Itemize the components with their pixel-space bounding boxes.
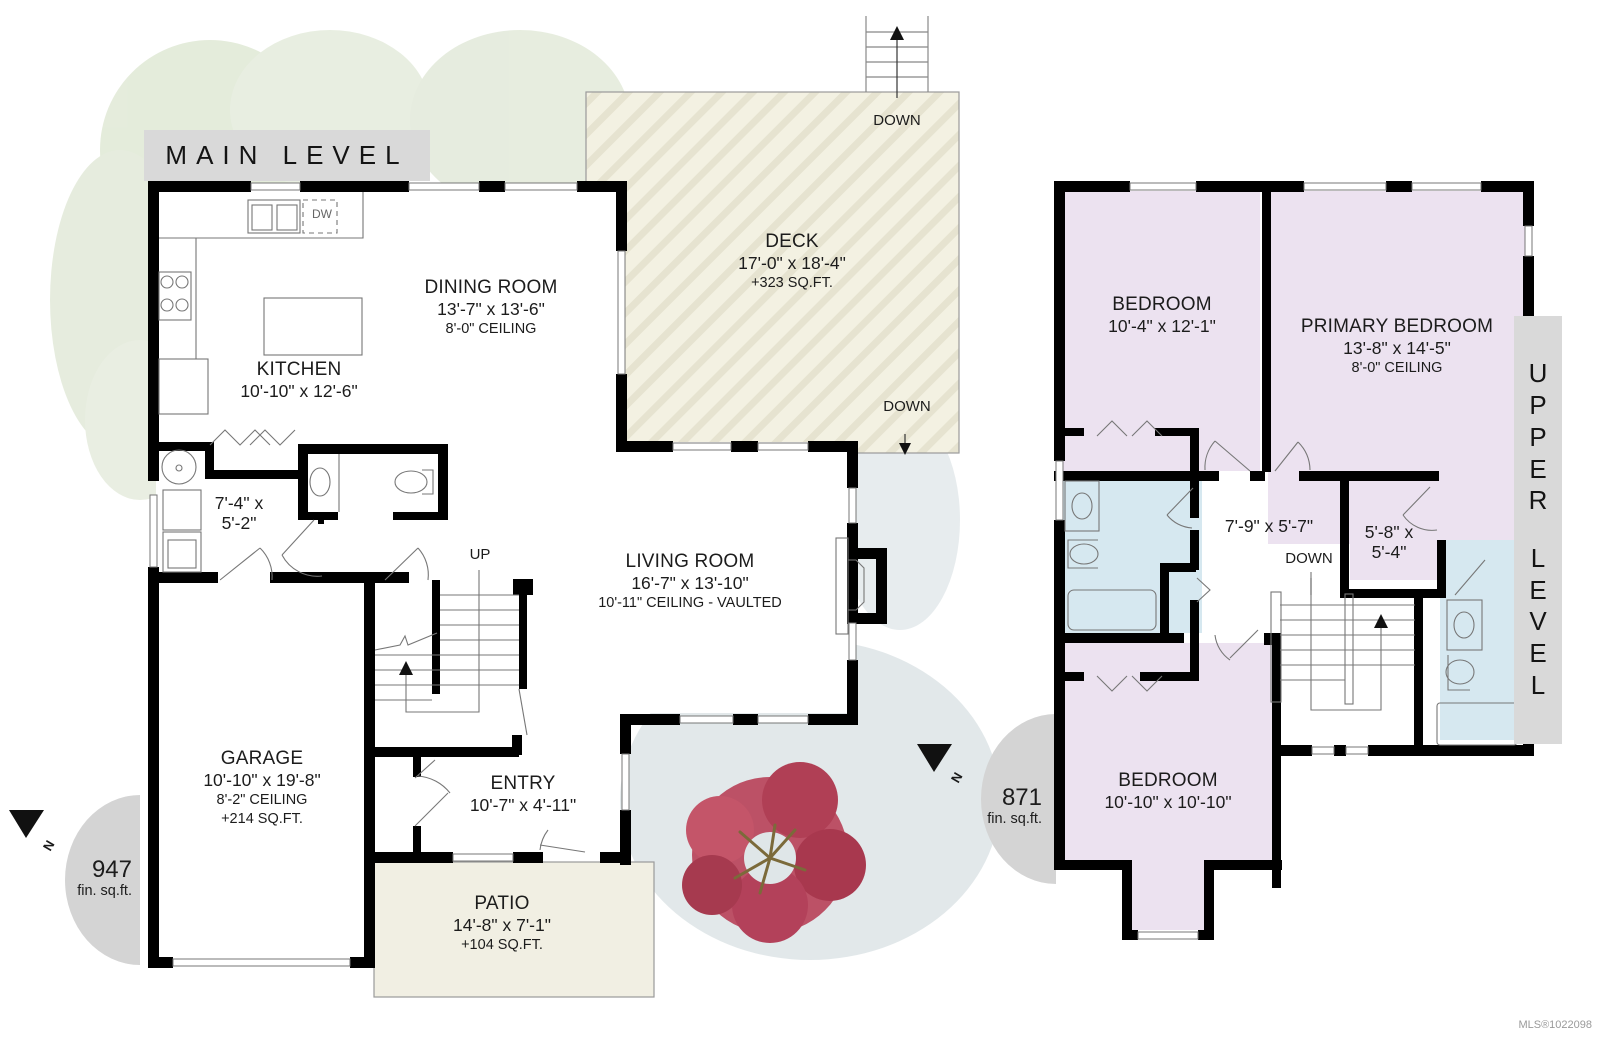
room-name: BEDROOM <box>1112 294 1212 315</box>
main-level-finished-area: 947 fin. sq.ft. <box>62 856 132 900</box>
stairs-up-arrow-icon <box>399 661 413 675</box>
room-dimensions: 16'-7" x 13'-10" <box>631 572 749 593</box>
ceiling-height: 8'-2" CEILING <box>216 791 308 808</box>
patio-area <box>373 861 655 998</box>
main-level-title: MAIN LEVEL <box>165 140 409 170</box>
upper-level-letter: V <box>1529 606 1547 637</box>
arrow-up-icon <box>890 26 904 40</box>
room-name: LIVING ROOM <box>625 551 755 572</box>
room-dimensions: 5'-8" x <box>1364 522 1414 542</box>
upper-level-banner: U P P E R L E V E L <box>1514 316 1562 744</box>
room-dimensions: 10'-4" x 12'-1" <box>1108 315 1216 336</box>
upper-level-letter: P <box>1529 390 1547 421</box>
room-label-walk-in-closet: 5'-8" x 5'-4" <box>1365 522 1413 562</box>
stairs-up-label: UP <box>469 546 491 563</box>
room-name: PATIO <box>474 893 530 914</box>
upper-level-letter: L <box>1530 543 1546 573</box>
dishwasher-label: DW <box>312 207 332 221</box>
finished-sqft-value: 871 <box>1001 784 1042 811</box>
room-label-kitchen: KITCHEN 10'-10" x 12'-6" <box>240 359 357 401</box>
deck-area <box>585 91 960 454</box>
finished-sqft-unit: fin. sq.ft. <box>987 811 1042 828</box>
room-label-hall: 7'-9" x 5'-7" <box>1225 516 1313 536</box>
upper-level-plan <box>917 181 1534 940</box>
finished-sqft-unit: fin. sq.ft. <box>77 883 132 900</box>
ceiling-height: 8'-0" CEILING <box>445 320 537 337</box>
room-label-dining: DINING ROOM 13'-7" x 13'-6" 8'-0" CEILIN… <box>424 277 557 338</box>
upper-level-letter: L <box>1530 669 1546 700</box>
room-label-bedroom: BEDROOM 10'-4" x 12'-1" <box>1108 294 1216 336</box>
room-area: +214 SQ.FT. <box>221 810 303 827</box>
room-dimensions: 17'-0" x 18'-4" <box>738 252 846 273</box>
room-name: PRIMARY BEDROOM <box>1300 316 1494 337</box>
room-dimensions: 10'-10" x 10'-10" <box>1104 791 1232 812</box>
finished-sqft-value: 947 <box>91 856 132 883</box>
ornamental-tree-icon <box>682 762 866 943</box>
room-dimensions: 10'-7" x 4'-11" <box>469 794 577 815</box>
room-label-laundry: 7'-4" x 5'-2" <box>215 493 263 533</box>
room-name: DECK <box>765 231 819 252</box>
deck-stairs-top <box>865 16 929 98</box>
room-area: +104 SQ.FT. <box>461 936 543 953</box>
upper-level-letter: E <box>1529 574 1547 605</box>
room-dimensions: 5'-2" <box>221 513 257 534</box>
upper-level-letter: P <box>1529 421 1547 452</box>
room-label-entry: ENTRY 10'-7" x 4'-11" <box>470 773 576 815</box>
upper-level-finished-area: 871 fin. sq.ft. <box>972 784 1042 828</box>
room-name: KITCHEN <box>256 359 342 380</box>
upper-level-letter: R <box>1528 485 1548 516</box>
upper-level-letter: U <box>1528 358 1548 389</box>
room-name: GARAGE <box>220 748 304 769</box>
stairs-down-label: DOWN <box>1285 550 1333 567</box>
stairs-down-arrow-icon <box>1374 614 1388 628</box>
room-name: DINING ROOM <box>424 277 558 298</box>
kitchen-island <box>263 297 363 356</box>
room-name: ENTRY <box>490 773 556 794</box>
room-dimensions: 13'-8" x 14'-5" <box>1343 337 1451 358</box>
main-level-banner: MAIN LEVEL <box>144 130 430 181</box>
room-dimensions: 10'-10" x 19'-8" <box>203 769 321 790</box>
north-arrow-icon <box>917 744 952 772</box>
compass-disc <box>65 795 140 965</box>
ceiling-height: 10'-11" CEILING - VAULTED <box>598 594 782 611</box>
room-label-primary-bedroom: PRIMARY BEDROOM 13'-8" x 14'-5" 8'-0" CE… <box>1301 316 1493 377</box>
room-label-garage: GARAGE 10'-10" x 19'-8" 8'-2" CEILING +2… <box>203 748 320 827</box>
room-dimensions: 14'-8" x 7'-1" <box>453 914 551 935</box>
room-name: BEDROOM <box>1118 770 1218 791</box>
north-arrow-icon <box>9 810 44 838</box>
deck-stairs-down-label: DOWN <box>873 112 921 129</box>
upper-level-letter: E <box>1529 453 1547 484</box>
ceiling-height: 8'-0" CEILING <box>1351 359 1443 376</box>
arrow-down-icon <box>899 443 911 455</box>
deck-stairs-down-label: DOWN <box>883 398 931 415</box>
upper-level-letter: E <box>1529 638 1547 669</box>
room-label-living: LIVING ROOM 16'-7" x 13'-10" 10'-11" CEI… <box>598 551 782 612</box>
main-level-plan <box>9 16 960 998</box>
room-label-bedroom: BEDROOM 10'-10" x 10'-10" <box>1104 770 1231 812</box>
room-area: +323 SQ.FT. <box>751 274 833 291</box>
mls-watermark: MLS®1022098 <box>1518 1019 1592 1031</box>
room-label-patio: PATIO 14'-8" x 7'-1" +104 SQ.FT. <box>453 893 551 954</box>
room-label-deck: DECK 17'-0" x 18'-4" +323 SQ.FT. <box>738 231 846 292</box>
room-dimensions: 13'-7" x 13'-6" <box>437 298 545 319</box>
room-dimensions: 7'-9" x 5'-7" <box>1224 516 1314 536</box>
room-dimensions: 5'-4" <box>1371 542 1407 563</box>
room-dimensions: 10'-10" x 12'-6" <box>240 380 358 401</box>
room-dimensions: 7'-4" x <box>214 493 264 513</box>
